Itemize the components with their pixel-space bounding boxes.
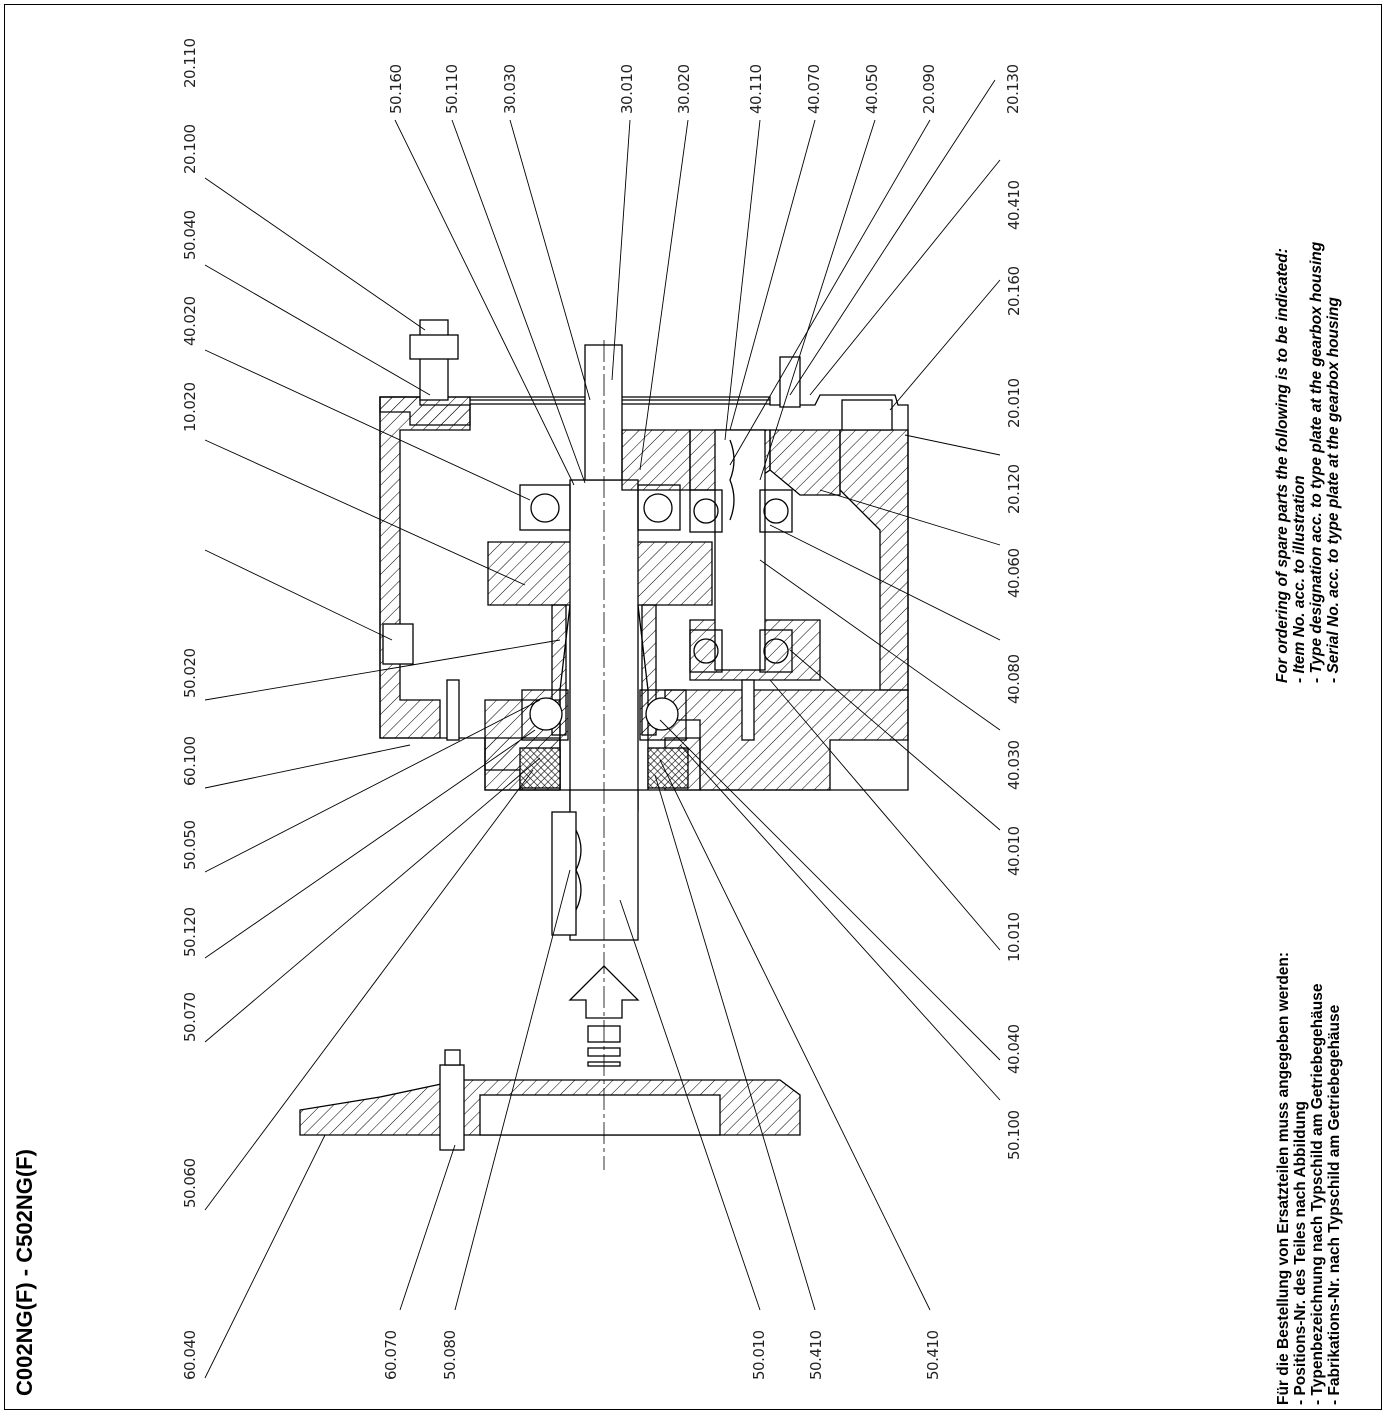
leader-lines — [204, 79, 1001, 1379]
assembly-arrow — [568, 965, 640, 1019]
input-shaft — [584, 344, 623, 481]
bearings — [519, 484, 793, 741]
drawing-frame — [4, 4, 1382, 1410]
intermediate-shaft — [714, 429, 766, 671]
